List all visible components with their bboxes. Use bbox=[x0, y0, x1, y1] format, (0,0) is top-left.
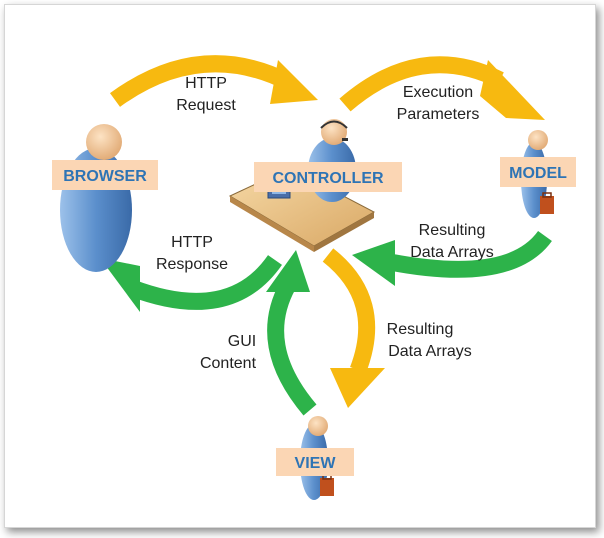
view-label: VIEW bbox=[295, 455, 337, 472]
controller-label: CONTROLLER bbox=[272, 170, 384, 187]
browser-label: BROWSER bbox=[63, 168, 147, 185]
http-request-line1: HTTP bbox=[185, 75, 227, 92]
model-label: MODEL bbox=[509, 165, 567, 182]
execution-parameters-line2: Parameters bbox=[397, 106, 480, 123]
view-node: VIEW bbox=[276, 448, 354, 476]
http-response-line1: HTTP bbox=[171, 234, 213, 251]
execution-parameters-line1: Execution bbox=[403, 84, 473, 101]
model-result-line1: Resulting bbox=[419, 222, 486, 239]
arrow-controller-to-model bbox=[339, 56, 545, 120]
model-node: MODEL bbox=[500, 157, 576, 187]
gui-content-line2: Content bbox=[200, 355, 257, 372]
view-result-line2: Data Arrays bbox=[388, 343, 472, 360]
arrow-controller-to-browser bbox=[100, 254, 282, 312]
gui-content-line1: GUI bbox=[228, 333, 256, 350]
arrow-model-to-controller bbox=[352, 230, 552, 286]
browser-person-icon bbox=[60, 124, 132, 272]
controller-node: CONTROLLER bbox=[254, 162, 402, 192]
http-request-line2: Request bbox=[176, 97, 236, 114]
browser-node: BROWSER bbox=[52, 160, 158, 190]
view-result-line1: Resulting bbox=[387, 321, 454, 338]
http-response-line2: Response bbox=[156, 256, 228, 273]
arrow-view-to-controller bbox=[266, 250, 317, 416]
arrow-controller-to-view bbox=[322, 248, 385, 408]
arrow-browser-to-controller bbox=[109, 55, 318, 107]
model-result-line2: Data Arrays bbox=[410, 244, 494, 261]
